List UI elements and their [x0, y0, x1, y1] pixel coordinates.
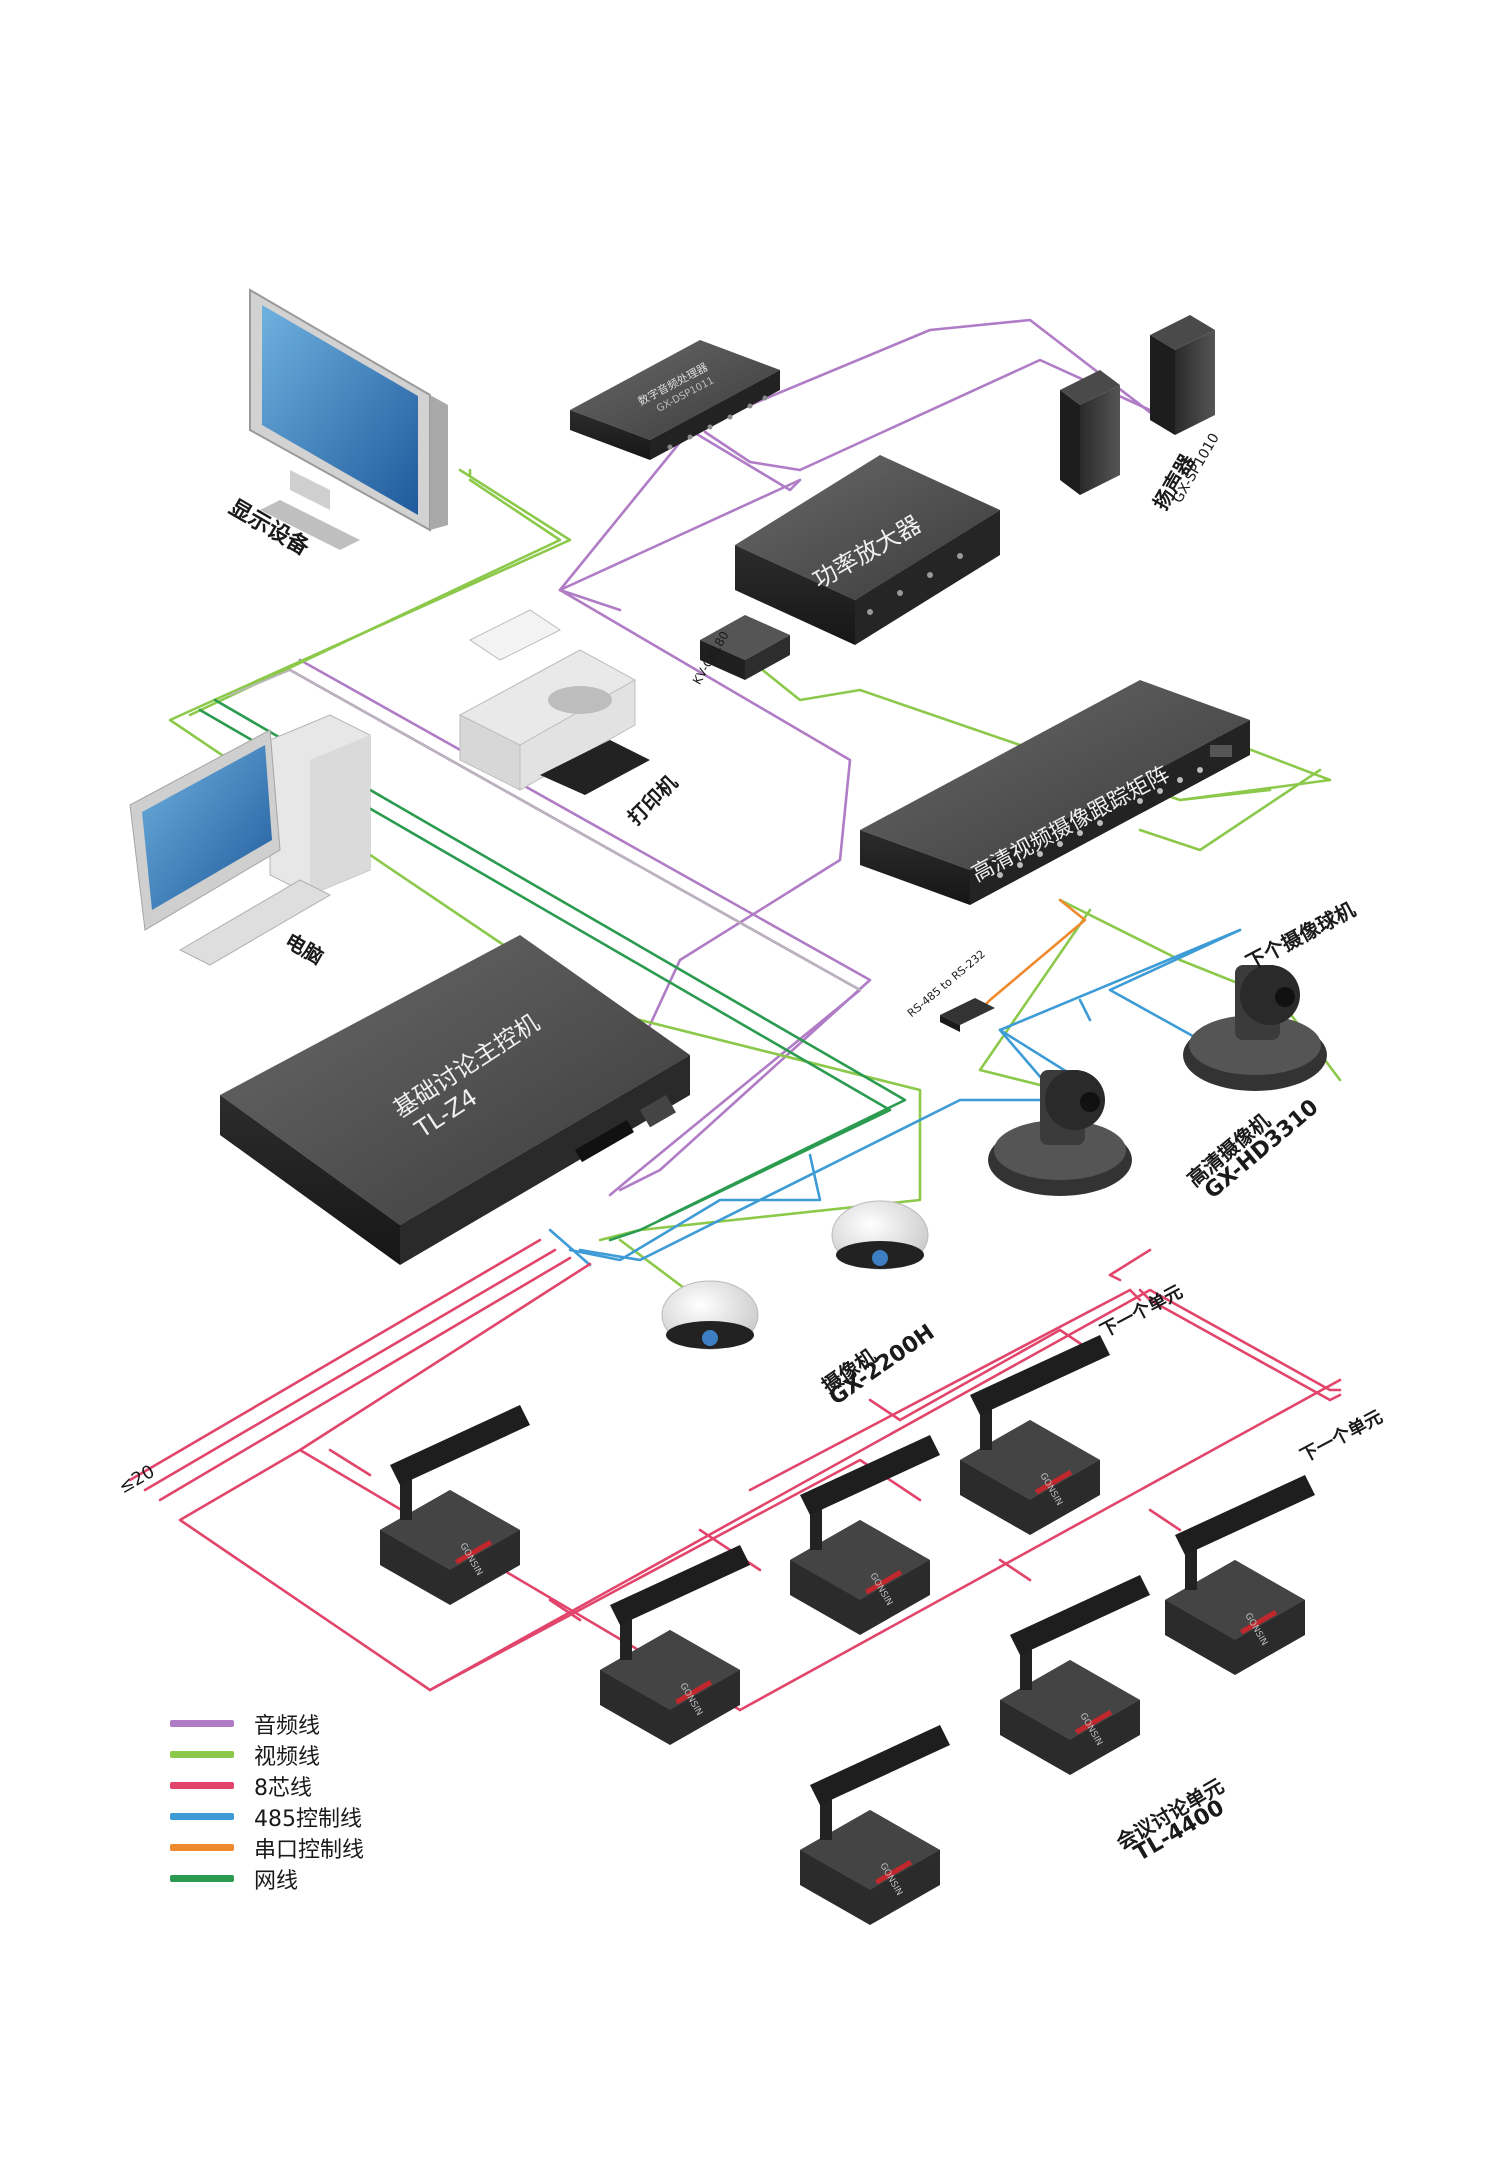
legend-item-serial: 串口控制线	[170, 1832, 364, 1863]
display-monitor	[249, 288, 448, 550]
printer-device	[458, 609, 650, 795]
audio-cables	[288, 318, 1162, 1197]
legend-item-audio: 音频线	[170, 1708, 364, 1739]
cable-layer	[128, 318, 1342, 1712]
discussion-unit: GONSIN	[600, 1545, 750, 1745]
speaker-right	[1150, 315, 1215, 435]
hd-camera-front	[988, 1070, 1132, 1196]
video-matrix-device	[860, 680, 1250, 905]
hd-camera-back	[1183, 965, 1327, 1091]
discussion-unit: GONSIN	[800, 1725, 950, 1925]
legend: 音频线 视频线 8芯线 485控制线 串口控制线 网线	[170, 1708, 364, 1894]
dsp-device	[570, 340, 780, 460]
legend-item-485: 485控制线	[170, 1801, 364, 1832]
legend-item-network: 网线	[170, 1863, 364, 1894]
discussion-unit: GONSIN	[380, 1405, 530, 1605]
discussion-unit: GONSIN	[1000, 1575, 1150, 1775]
discussion-unit: GONSIN	[960, 1335, 1110, 1535]
computer-device	[129, 714, 371, 966]
network-cables	[198, 698, 907, 1242]
dome-camera-upper	[831, 1200, 929, 1270]
rs485-converter	[940, 998, 995, 1032]
discussion-unit: GONSIN	[790, 1435, 940, 1635]
kvm-device	[700, 615, 790, 680]
legend-item-video: 视频线	[170, 1739, 364, 1770]
dome-camera-lower	[661, 1280, 759, 1350]
speaker-left	[1060, 370, 1120, 495]
amplifier-device	[735, 455, 1000, 645]
grey-cables	[229, 669, 861, 991]
legend-item-8core: 8芯线	[170, 1770, 364, 1801]
discussion-unit: GONSIN	[1165, 1475, 1315, 1675]
main-controller-device	[220, 935, 690, 1265]
